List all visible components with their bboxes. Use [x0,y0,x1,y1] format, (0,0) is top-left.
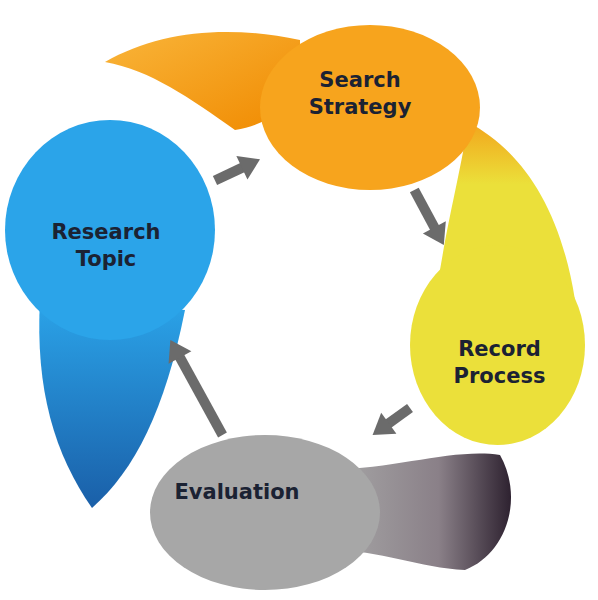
arrow-head [373,413,397,435]
arrow-head [236,156,260,180]
cycle-arrow [373,408,410,435]
step-label: Record Process [425,336,575,390]
cycle-step: Search Strategy [260,25,480,190]
arrow-shaft [215,166,246,180]
cycle-arrow [169,340,223,435]
arrow-head [169,340,192,364]
cycle-step: Evaluation [150,435,380,590]
step-label: Research Topic [41,219,171,273]
blob-fill [410,245,585,445]
blob-fill [5,120,215,340]
cycle-step: Record Process [410,245,585,445]
blob-fill [150,435,380,590]
cycle-arrow [215,156,260,180]
arrow-shaft [178,354,222,435]
step-label: Evaluation [137,479,337,506]
cycle-step: Research Topic [5,120,215,340]
arrow-shaft [414,190,436,231]
blob-fill [260,25,480,190]
arrow-head [423,221,446,245]
cycle-arrow [414,190,446,245]
arrow-shaft [386,408,410,426]
step-label: Search Strategy [280,67,440,121]
blob-shape [150,435,380,590]
